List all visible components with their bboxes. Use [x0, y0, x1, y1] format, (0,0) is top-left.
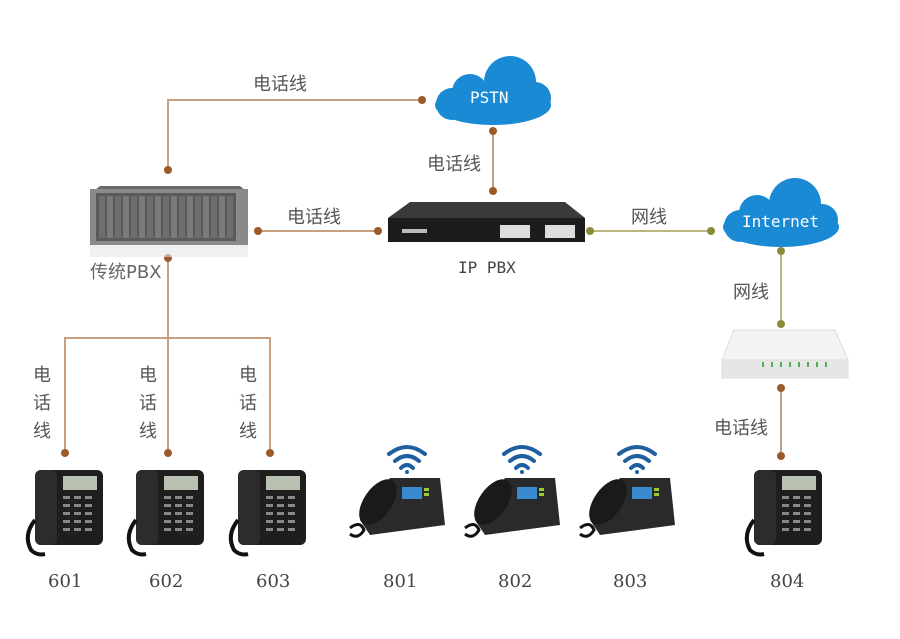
- rack-slot: [163, 196, 169, 238]
- ip-phone-803: [579, 478, 675, 538]
- line-endpoint: [586, 227, 594, 235]
- line-endpoint: [164, 166, 172, 174]
- ip-pbx-device: [388, 202, 585, 242]
- analog-phone-603: [228, 470, 306, 557]
- gateway-led: [816, 362, 818, 367]
- rack-slot: [123, 196, 129, 238]
- ip-phone-801: [349, 478, 445, 538]
- rack-slot: [139, 196, 145, 238]
- gateway-led: [771, 362, 773, 367]
- rack-slot: [131, 196, 137, 238]
- legacy-pbx-device: [90, 186, 248, 257]
- rack-slot: [155, 196, 161, 238]
- ip-phone-802: [464, 478, 560, 538]
- gateway-led: [825, 362, 827, 367]
- line-endpoint: [266, 449, 274, 457]
- line-endpoint: [254, 227, 262, 235]
- link-label-602: 电话线: [139, 365, 157, 442]
- extension-602: 602: [149, 571, 184, 592]
- wifi-icon: [387, 445, 427, 474]
- analog-phone-601: [25, 470, 103, 557]
- rack-slot: [211, 196, 217, 238]
- internet-cloud-icon: [723, 178, 839, 247]
- extension-803: 803: [613, 571, 648, 592]
- line-legacy-to-pstn: [167, 99, 422, 170]
- internet-label: Internet: [742, 212, 820, 231]
- rack-slot: [171, 196, 177, 238]
- gateway-led: [789, 362, 791, 367]
- rack-slot: [195, 196, 201, 238]
- line-endpoint: [777, 320, 785, 328]
- link-label-gateway-804: 电话线: [714, 418, 768, 439]
- ip-pbx-label: IP PBX: [458, 258, 516, 277]
- line-endpoint: [61, 449, 69, 457]
- rack-slot: [179, 196, 185, 238]
- line-endpoint: [777, 384, 785, 392]
- rack-slot: [203, 196, 209, 238]
- link-label-ippbx-internet: 网线: [631, 207, 667, 228]
- line-endpoint: [164, 449, 172, 457]
- link-label-legacy-ippbx: 电话线: [287, 207, 341, 228]
- link-label-pstn-ippbx: 电话线: [427, 154, 481, 175]
- pstn-cloud-icon: [435, 56, 551, 125]
- voip-gateway-device: [721, 329, 849, 379]
- analog-phone-804: [744, 470, 822, 557]
- extension-804: 804: [770, 571, 805, 592]
- rack-slot: [107, 196, 113, 238]
- line-endpoint: [777, 247, 785, 255]
- line-endpoint: [777, 452, 785, 460]
- rack-slot: [99, 196, 105, 238]
- line-endpoint: [418, 96, 426, 104]
- line-endpoint: [374, 227, 382, 235]
- gateway-led: [762, 362, 764, 367]
- pstn-label: PSTN: [470, 88, 509, 107]
- gateway-led: [780, 362, 782, 367]
- legacy-pbx-label: 传统PBX: [90, 262, 162, 283]
- rack-slot: [219, 196, 225, 238]
- wifi-icon: [617, 445, 657, 474]
- gateway-led: [807, 362, 809, 367]
- analog-phone-602: [126, 470, 204, 557]
- link-label-legacy-pstn: 电话线: [253, 74, 307, 95]
- wifi-icon: [502, 445, 542, 474]
- rack-slot: [115, 196, 121, 238]
- extension-603: 603: [256, 571, 291, 592]
- line-endpoint: [707, 227, 715, 235]
- gateway-led: [798, 362, 800, 367]
- link-label-601: 电话线: [33, 365, 51, 442]
- link-label-internet-gateway: 网线: [733, 282, 769, 303]
- line-endpoint: [489, 127, 497, 135]
- link-label-603: 电话线: [239, 365, 257, 442]
- extension-801: 801: [383, 571, 418, 592]
- rack-slot: [187, 196, 193, 238]
- extension-802: 802: [498, 571, 533, 592]
- line-endpoint: [489, 187, 497, 195]
- rack-slot: [147, 196, 153, 238]
- rack-slot: [227, 196, 233, 238]
- extension-601: 601: [48, 571, 83, 592]
